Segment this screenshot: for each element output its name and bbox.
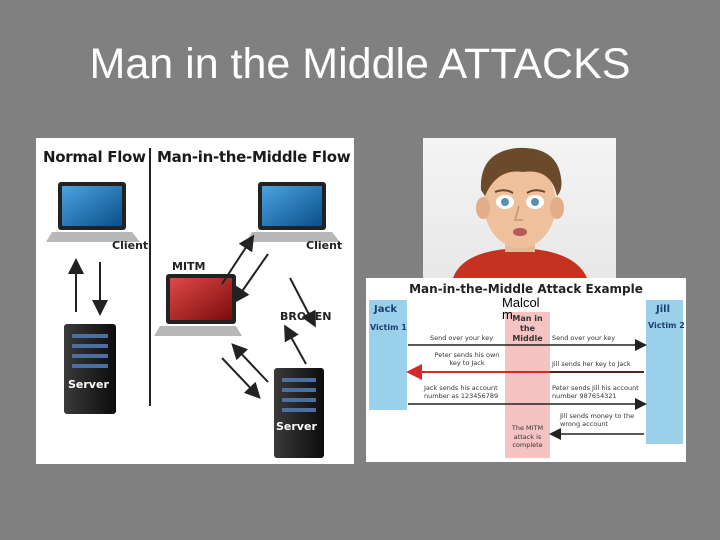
message-label: Send over your key: [552, 334, 616, 342]
laptop-icon: [46, 182, 140, 242]
message-label: Jack sends his account number as 1234567…: [424, 384, 499, 400]
flow-diagram-graphics: [46, 182, 340, 458]
arrow-to-mitm: [233, 253, 269, 304]
overlay-caption: Malcol m: [502, 295, 540, 322]
arrow-from-server: [231, 343, 269, 383]
attack-example-arrows: [406, 339, 647, 440]
broken-label: BROKEN: [280, 310, 332, 323]
attacker-laptop-icon: [154, 274, 242, 336]
mitm-column: [505, 312, 550, 458]
attack-example-diagram: Man-in-the-Middle Attack Example Jack Vi…: [366, 278, 686, 462]
client-label: Client: [306, 239, 343, 252]
mitm-column-label: Man in the Middle: [512, 314, 543, 343]
client-label: Client: [112, 239, 149, 252]
attack-complete-note: The MITM attack is complete: [511, 424, 544, 449]
mitm-label: MITM: [172, 260, 206, 273]
server-icon: [64, 324, 116, 414]
victim2-column: [646, 300, 683, 444]
broken-arrow-up: [284, 324, 307, 365]
server-label: Server: [68, 378, 109, 391]
message-label: Send over your key: [430, 334, 494, 342]
message-label: Jill sends her key to Jack: [552, 360, 631, 368]
victim1-name: Jack: [374, 304, 398, 315]
overlay-line: Malcol: [502, 295, 540, 310]
message-label: Peter sends Jill his account number 9876…: [552, 384, 639, 400]
slide-title: Man in the Middle ATTACKS: [89, 40, 631, 88]
person-photo: [423, 138, 616, 278]
victim2-role: Victim 2: [648, 321, 685, 330]
victim1-role: Victim 1: [370, 323, 407, 332]
person-illustration: [453, 147, 587, 278]
example-title: Man-in-the-Middle Attack Example: [409, 282, 643, 296]
laptop-icon: [246, 182, 340, 242]
message-label: Jill sends money to the wrong account: [560, 412, 635, 428]
victim1-column: [369, 300, 407, 410]
arrow-to-client: [221, 234, 255, 285]
flow-divider: [149, 148, 151, 406]
server-icon: [274, 368, 324, 458]
server-label: Server: [276, 420, 317, 433]
victim2-name: Jill: [656, 304, 671, 315]
message-label: Peter sends his own key to Jack: [434, 351, 500, 367]
broken-arrow-down: [289, 277, 316, 328]
arrow-to-server: [221, 357, 261, 399]
normal-flow-heading: Normal Flow: [43, 148, 146, 166]
overlay-line: m: [502, 307, 513, 322]
flow-diagram: Normal Flow Man-in-the-Middle Flow Clien…: [36, 138, 354, 464]
mitm-flow-heading: Man-in-the-Middle Flow: [157, 148, 351, 166]
